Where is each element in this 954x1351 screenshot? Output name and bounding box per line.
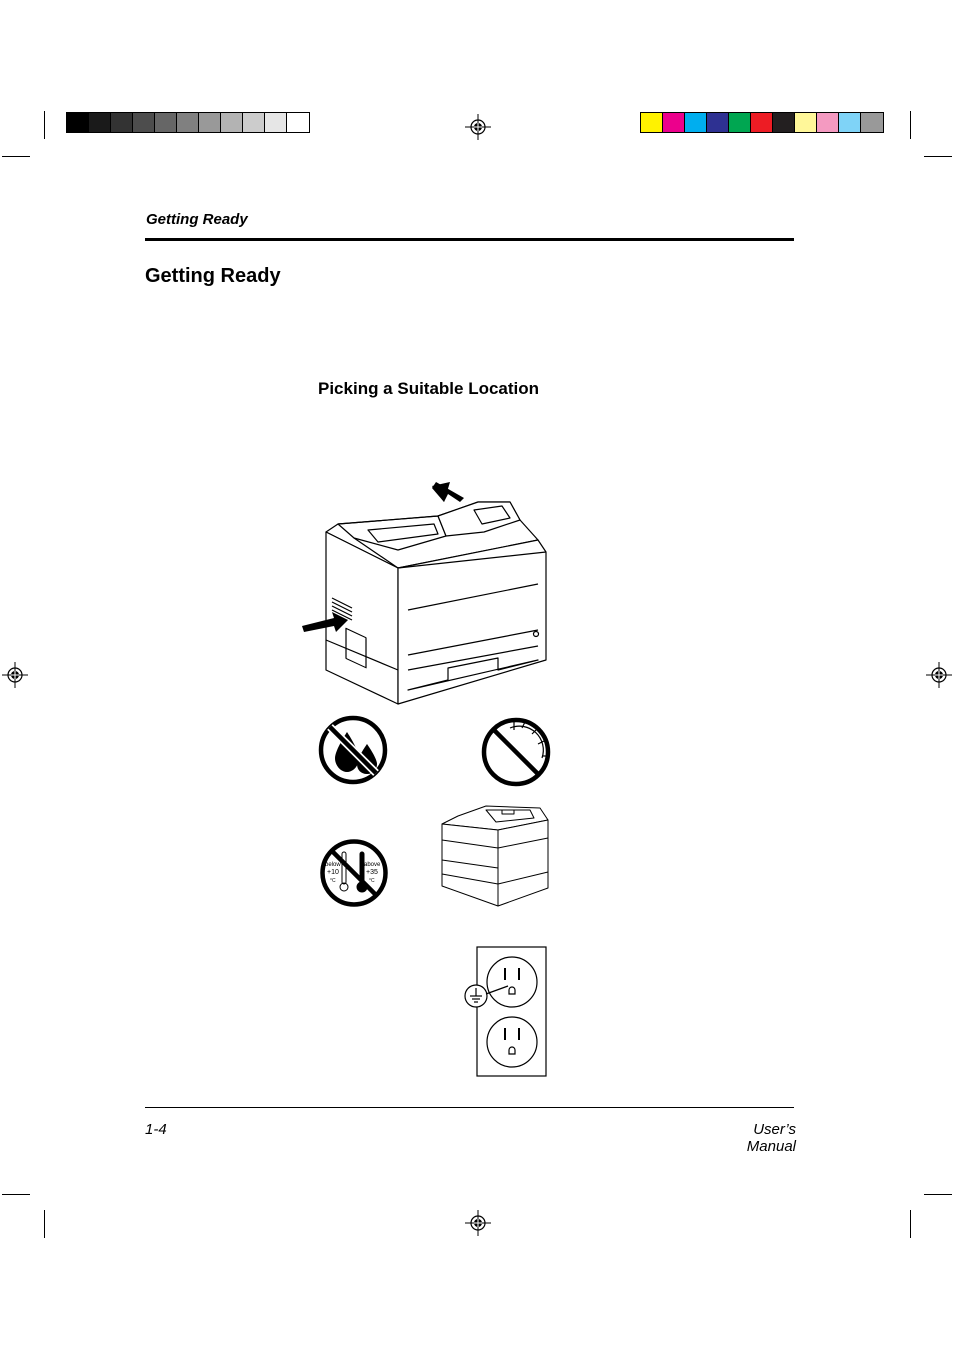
color-swatch xyxy=(685,113,707,132)
color-swatch xyxy=(795,113,817,132)
printer-level-surface-illustration xyxy=(441,805,549,907)
above-label: above xyxy=(364,862,381,868)
gray-swatch xyxy=(111,113,133,132)
gray-swatch xyxy=(133,113,155,132)
crop-mark xyxy=(2,156,30,157)
color-swatch xyxy=(773,113,795,132)
crop-mark xyxy=(924,1194,952,1195)
color-swatch xyxy=(817,113,839,132)
color-swatch xyxy=(663,113,685,132)
crop-mark xyxy=(910,1210,911,1238)
gray-swatch xyxy=(199,113,221,132)
crop-mark xyxy=(910,111,911,139)
below-value: +10 xyxy=(327,869,339,876)
color-swatch xyxy=(751,113,773,132)
no-liquids-icon xyxy=(318,715,388,785)
color-swatch xyxy=(641,113,663,132)
color-swatch xyxy=(707,113,729,132)
registration-mark-icon xyxy=(926,662,952,688)
page-title: Getting Ready xyxy=(145,265,281,287)
crop-mark xyxy=(924,156,952,157)
temperature-range-sign: below +10 °C above +35 °C xyxy=(319,838,389,908)
above-value: +35 xyxy=(366,869,378,876)
crop-mark xyxy=(2,1194,30,1195)
gray-swatch xyxy=(89,113,111,132)
gray-swatch xyxy=(67,113,89,132)
section-title: Picking a Suitable Location xyxy=(318,379,540,398)
printer-ventilation-illustration xyxy=(302,482,547,705)
grounded-outlet-illustration xyxy=(464,946,547,1077)
below-label: below xyxy=(325,862,341,868)
color-calibration-bar xyxy=(640,112,884,133)
gray-swatch xyxy=(287,113,309,132)
crop-mark xyxy=(44,111,45,139)
thermometer-icon xyxy=(320,839,388,907)
page-number: 1-4 xyxy=(145,1121,167,1138)
above-unit: °C xyxy=(369,878,375,884)
registration-mark-icon xyxy=(2,662,28,688)
color-swatch xyxy=(861,113,883,132)
running-header: Getting Ready xyxy=(146,211,248,228)
color-swatch xyxy=(729,113,751,132)
gray-swatch xyxy=(177,113,199,132)
manual-name: User’s Manual xyxy=(746,1121,796,1155)
gray-swatch xyxy=(155,113,177,132)
footer-rule xyxy=(145,1107,794,1108)
registration-mark-icon xyxy=(465,1210,491,1236)
gray-swatch xyxy=(265,113,287,132)
gray-swatch xyxy=(243,113,265,132)
registration-mark-icon xyxy=(465,114,491,140)
no-sunlight-icon xyxy=(481,717,551,787)
crop-mark xyxy=(44,1210,45,1238)
color-swatch xyxy=(839,113,861,132)
gray-swatch xyxy=(221,113,243,132)
header-rule xyxy=(145,238,794,241)
gray-calibration-bar xyxy=(66,112,310,133)
below-unit: °C xyxy=(330,878,336,884)
